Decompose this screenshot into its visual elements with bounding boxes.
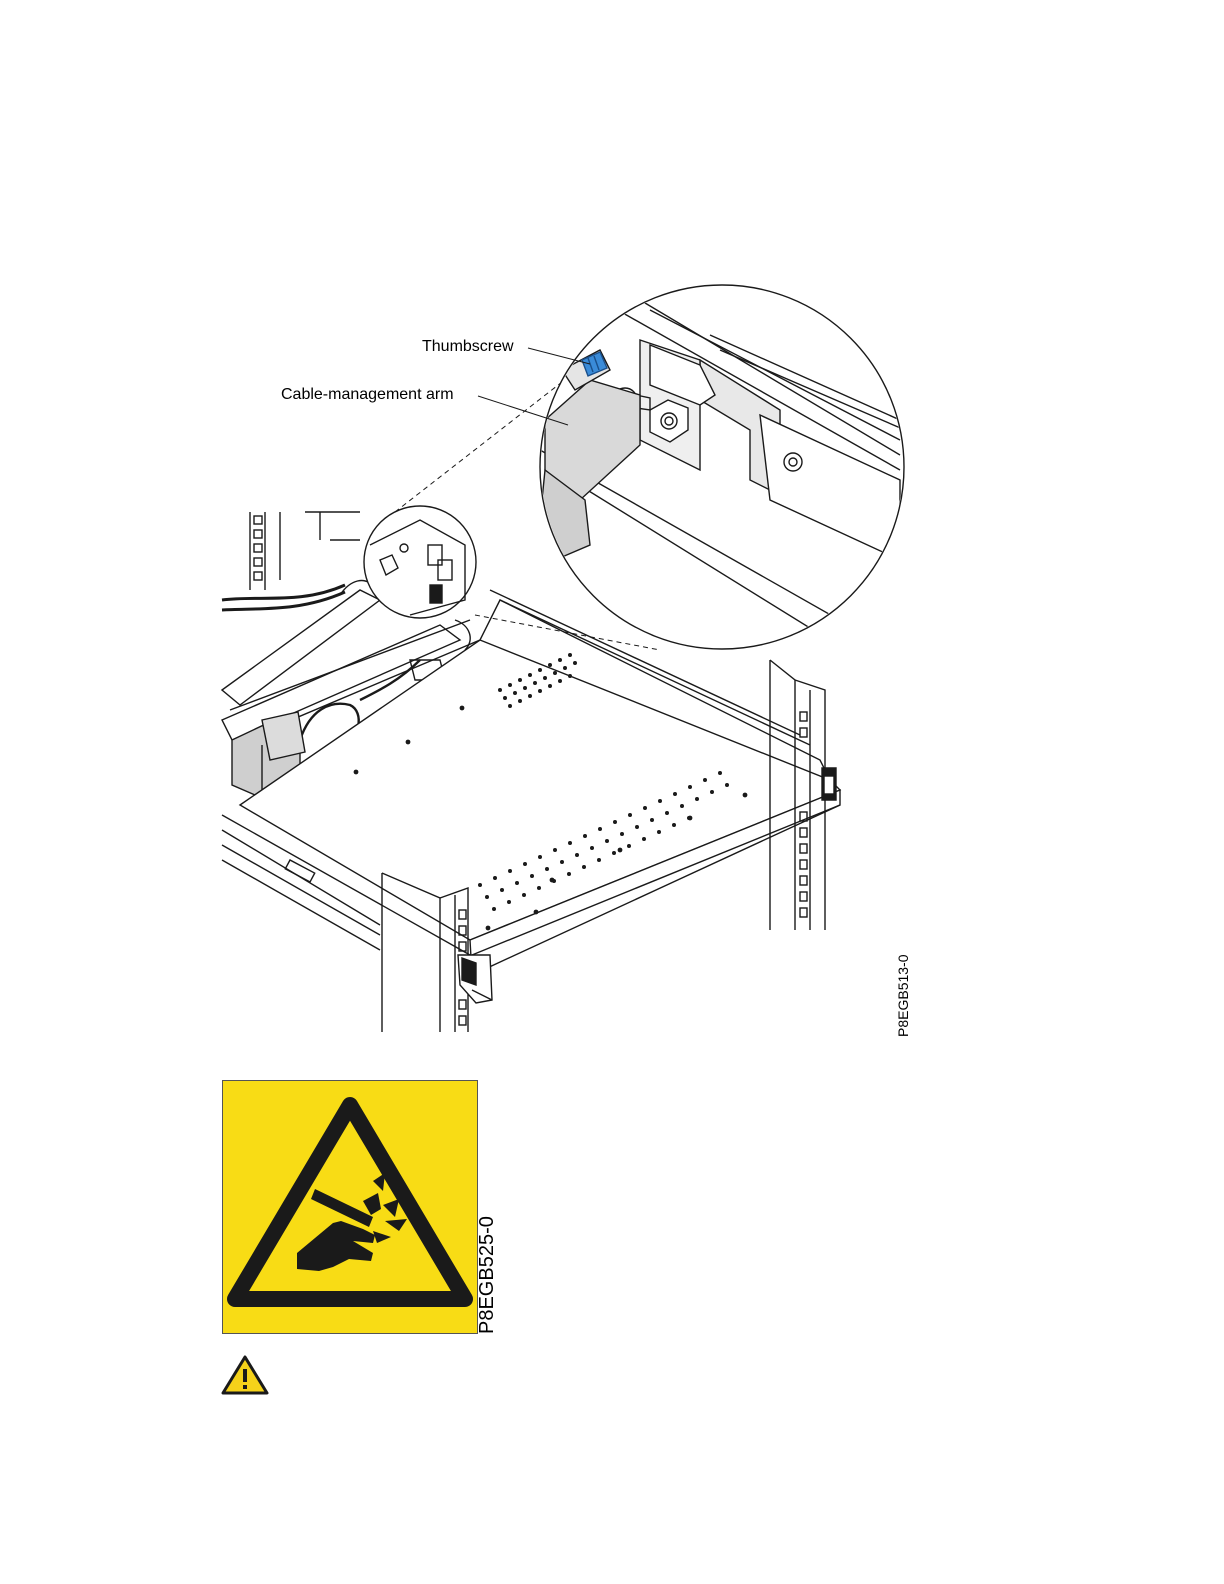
cable-management-arm-callout: Cable-management arm (281, 386, 454, 404)
hazard-label-id: P8EGB525-0 (476, 1216, 499, 1334)
detail-circle-small (364, 506, 476, 618)
caution-triangle-icon (220, 1354, 270, 1396)
rear-left-rack-post (250, 512, 360, 590)
hand-crush-hazard-icon (223, 1081, 477, 1333)
zoom-detail-circle (540, 285, 910, 690)
rack-installation-figure (0, 0, 1224, 1060)
hazard-label (222, 1080, 478, 1334)
figure-id: P8EGB513-0 (895, 955, 911, 1038)
thumbscrew-callout: Thumbscrew (422, 338, 514, 356)
